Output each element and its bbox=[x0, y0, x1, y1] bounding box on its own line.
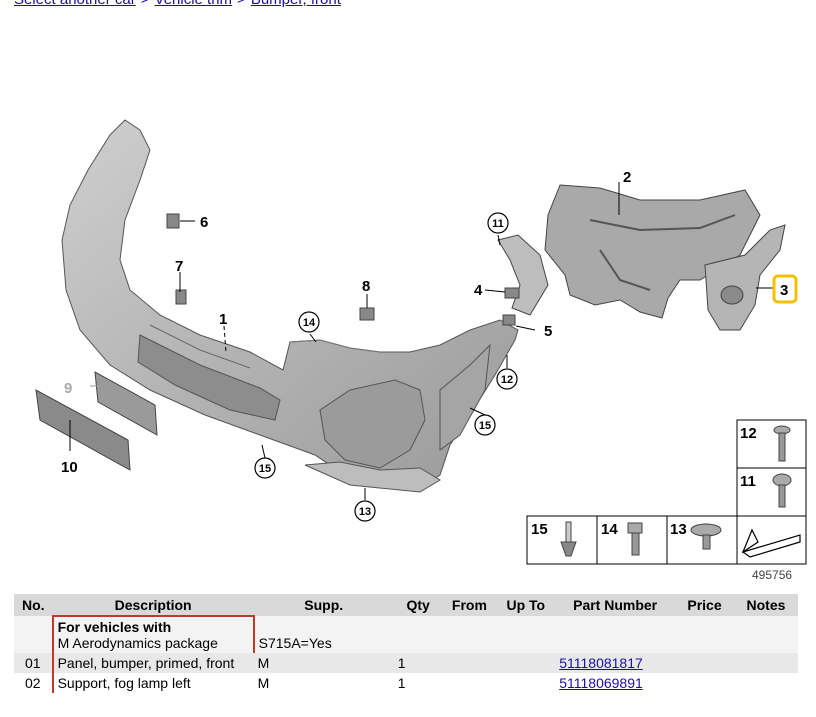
rivet-13-icon bbox=[690, 523, 722, 550]
breadcrumb-separator: > bbox=[237, 0, 246, 8]
breadcrumb-separator: > bbox=[141, 0, 150, 8]
parts-diagram: 1 2 3 4 5 6 7 8 9 10 11 12 13 14 15 15 1… bbox=[0, 90, 816, 590]
callout-7: 7 bbox=[175, 258, 183, 275]
part-number-link[interactable]: 51118081817 bbox=[559, 655, 643, 671]
legend-12-label: 12 bbox=[740, 425, 757, 442]
row-qty: 1 bbox=[393, 653, 443, 673]
callout-6: 6 bbox=[200, 214, 208, 231]
header-qty: Qty bbox=[393, 594, 443, 616]
breadcrumb: Select another car > Vehicle trim > Bumper, … bbox=[14, 0, 341, 8]
clip-15-icon bbox=[560, 521, 577, 557]
parts-table: No. Description Supp. Qty From Up To Par… bbox=[14, 594, 798, 693]
table-header-row: No. Description Supp. Qty From Up To Par… bbox=[14, 594, 798, 616]
row-no: 01 bbox=[14, 653, 53, 673]
callout-9: 9 bbox=[64, 380, 72, 397]
header-supp: Supp. bbox=[253, 594, 394, 616]
diagram-reference-code: 495756 bbox=[752, 568, 793, 582]
legend-14-label: 14 bbox=[601, 521, 618, 538]
leader-lines bbox=[69, 182, 775, 500]
callout-4: 4 bbox=[474, 282, 483, 299]
callout-10: 10 bbox=[61, 459, 78, 476]
screw-11-icon bbox=[772, 473, 792, 508]
clip-8-shape bbox=[359, 307, 375, 321]
header-notes: Notes bbox=[733, 594, 798, 616]
fog-lamp-support-shape bbox=[704, 224, 786, 331]
nut-14-icon bbox=[627, 522, 643, 556]
breadcrumb-vehicle-trim-link[interactable]: Vehicle trim bbox=[155, 0, 233, 8]
callout-2: 2 bbox=[623, 169, 631, 186]
screw-12-icon bbox=[773, 425, 791, 462]
breadcrumb-bumper-front-link[interactable]: Bumper, front bbox=[251, 0, 341, 8]
callout-13: 13 bbox=[359, 506, 371, 518]
group-description: For vehicles with M Aerodynamics package bbox=[51, 615, 255, 653]
header-no: No. bbox=[14, 594, 53, 616]
header-part-number: Part Number bbox=[555, 594, 676, 616]
callout-15: 15 bbox=[479, 420, 491, 432]
clip-4-shape bbox=[504, 287, 520, 299]
callout-11: 11 bbox=[492, 218, 504, 230]
side-bracket-shape bbox=[497, 234, 549, 316]
table-row[interactable]: 01 Panel, bumper, primed, front M 1 5111… bbox=[14, 653, 798, 673]
callout-12: 12 bbox=[501, 374, 513, 386]
row-supp: M bbox=[257, 675, 270, 691]
row-supp: M bbox=[253, 653, 394, 673]
header-from: From bbox=[442, 594, 497, 616]
callout-15: 15 bbox=[259, 463, 271, 475]
row-description: Support, fog lamp left bbox=[51, 673, 254, 693]
breadcrumb-select-car-link[interactable]: Select another car bbox=[14, 0, 136, 8]
group-supp: S715A=Yes bbox=[253, 616, 394, 653]
part-number-link[interactable]: 51118069891 bbox=[559, 675, 643, 691]
row-qty: 1 bbox=[397, 675, 406, 691]
callout-8: 8 bbox=[362, 278, 370, 295]
table-row-group: For vehicles with M Aerodynamics package… bbox=[14, 615, 798, 653]
fastener-legend: 12 11 15 14 13 bbox=[526, 419, 807, 565]
clip-6-shape bbox=[166, 213, 180, 229]
arrow-icon bbox=[741, 528, 801, 558]
callout-14: 14 bbox=[303, 317, 316, 329]
group-subtitle: M Aerodynamics package bbox=[57, 635, 218, 651]
legend-15-label: 15 bbox=[531, 521, 548, 538]
callout-5: 5 bbox=[544, 323, 552, 340]
legend-11-label: 11 bbox=[740, 473, 756, 490]
bumper-support-shape bbox=[544, 184, 761, 319]
bumper-panel-shape bbox=[61, 119, 519, 493]
clip-7-shape bbox=[175, 289, 187, 305]
header-description: Description bbox=[52, 594, 254, 616]
license-plate-bracket-shape bbox=[35, 371, 158, 471]
highlight-box bbox=[772, 274, 798, 304]
group-title: For vehicles with bbox=[57, 619, 172, 635]
table-row[interactable]: 02 Support, fog lamp left M 1 5111806989… bbox=[14, 673, 798, 693]
callout-1: 1 bbox=[219, 311, 227, 328]
bumper-exploded-view: 1 2 3 4 5 6 7 8 9 10 11 12 13 14 15 15 1… bbox=[35, 119, 807, 565]
legend-13-label: 13 bbox=[670, 521, 687, 538]
row-description: Panel, bumper, primed, front bbox=[51, 653, 254, 673]
header-price: Price bbox=[675, 594, 734, 616]
callout-3: 3 bbox=[780, 282, 788, 299]
clip-5-shape bbox=[502, 314, 516, 326]
row-no: 02 bbox=[25, 675, 41, 691]
header-up-to: Up To bbox=[496, 594, 556, 616]
